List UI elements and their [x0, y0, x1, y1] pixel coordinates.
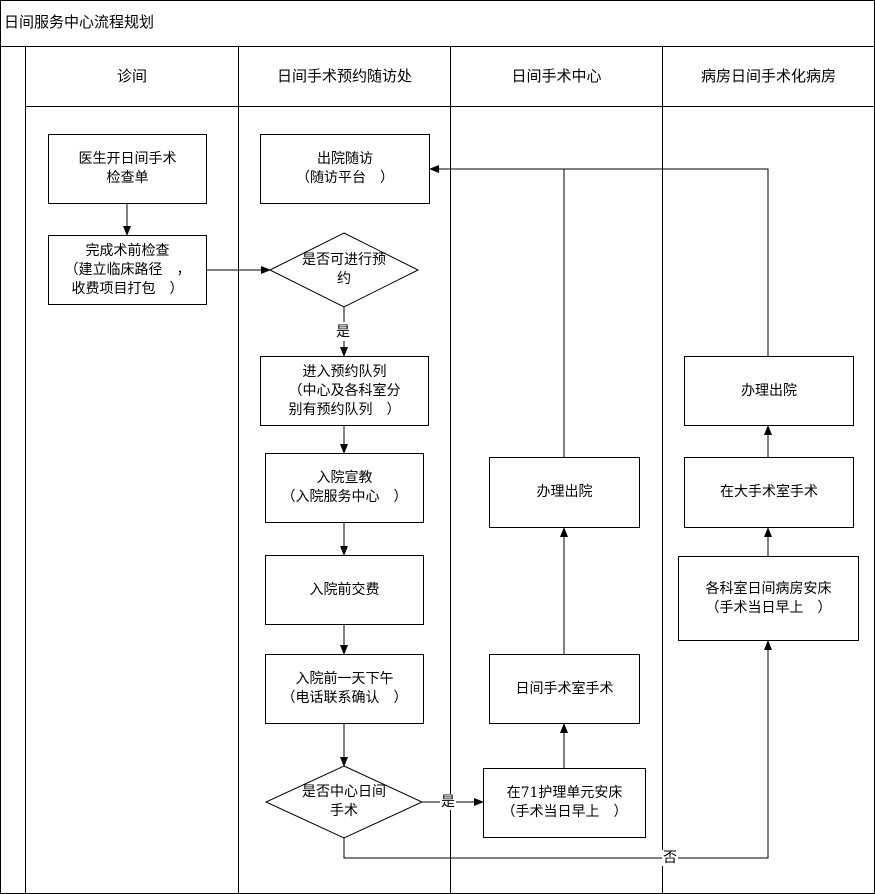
edge-label-no: 否	[662, 850, 678, 866]
arrow-center-no	[343, 640, 772, 859]
lane-header-clinic: 诊间	[116, 67, 147, 85]
edge-label-yes-book: 是	[335, 324, 351, 340]
node-main-or: 在大手术室手术	[684, 457, 854, 528]
node-ward-bed: 各科室日间病房安床 （手术当日早上 ）	[678, 556, 859, 641]
lane-header-center: 日间手术中心	[511, 67, 602, 85]
node-queue: 进入预约队列 （中心及各科室分 别有预约队列 ）	[260, 356, 429, 426]
node-ward-discharge: 办理出院	[684, 356, 854, 426]
node-center-discharge: 办理出院	[489, 457, 640, 528]
node-education: 入院宣教 （入院服务中心 ）	[265, 453, 424, 523]
node-doctor-order: 医生开日间手术 检查单	[48, 134, 207, 204]
lane-header-ward: 病房日间手术化病房	[700, 67, 836, 85]
node-payment: 入院前交费	[265, 555, 424, 625]
node-followup: 出院随访 （随访平台 ）	[260, 134, 430, 204]
node-bed71: 在71护理单元安床 （手术当日早上 ）	[483, 768, 646, 838]
arrow-ward-to-followup	[429, 165, 769, 356]
node-is-center-label: 是否中心日间 手术	[302, 784, 386, 819]
diagram-title: 日间服务中心流程规划	[4, 13, 155, 31]
node-preop-exam: 完成术前检查 （建立临床路径 ， 收费项目打包 ）	[48, 235, 207, 305]
node-center-surgery: 日间手术室手术	[489, 654, 640, 724]
lane-header-booking: 日间手术预约随访处	[276, 67, 412, 85]
node-phone-confirm: 入院前一天下午 （电话联系确认 ）	[265, 654, 424, 724]
node-can-book-label: 是否可进行预 约	[302, 252, 386, 287]
edge-label-yes-center: 是	[440, 794, 456, 810]
